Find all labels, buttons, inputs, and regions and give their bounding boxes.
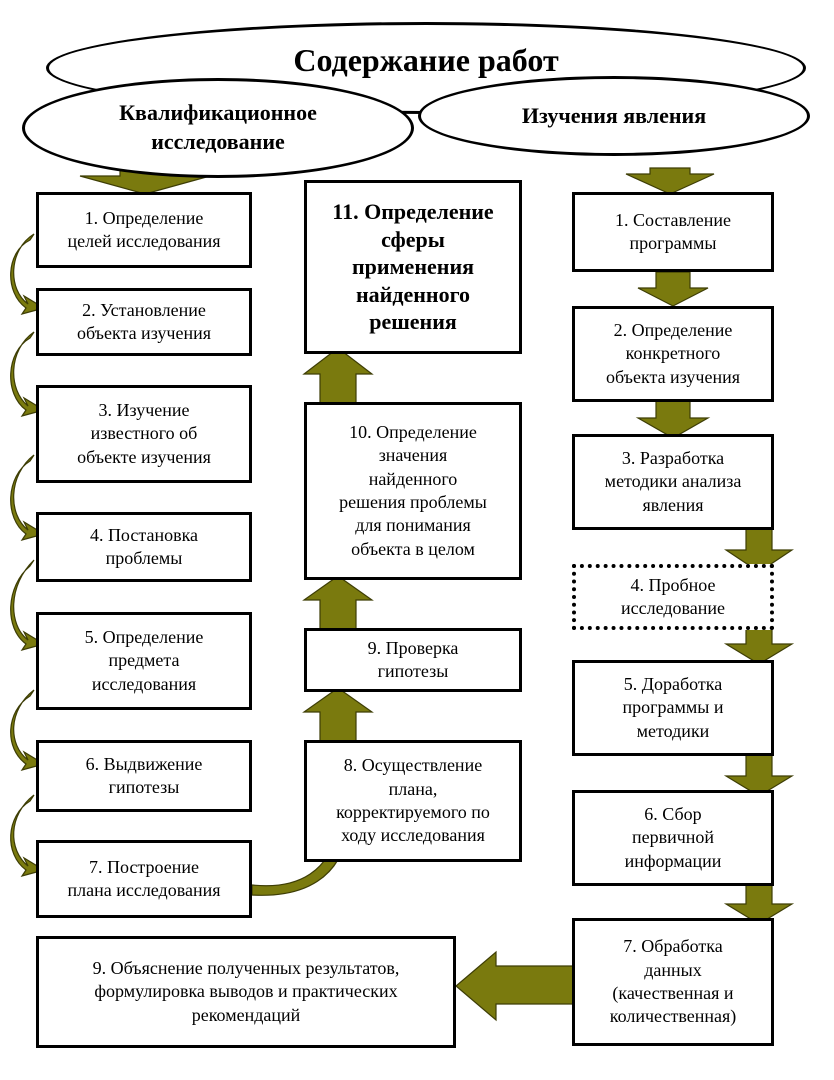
up-arrow-10-11 xyxy=(302,347,374,405)
header-right-ellipse: Изучения явления xyxy=(418,76,810,156)
curve-arrow-4-5 xyxy=(10,559,46,652)
curve-arrow-6-7 xyxy=(10,794,46,878)
right-step-3: 3. Разработка методики анализа явления xyxy=(572,434,774,530)
right-step-7: 7. Обработка данных (качественная и коли… xyxy=(572,918,774,1046)
left-step-6: 6. Выдвижение гипотезы xyxy=(36,740,252,812)
up-arrow-9-10 xyxy=(302,575,374,631)
left-step-3: 3. Изучение известного об объекте изучен… xyxy=(36,385,252,483)
header-right-label: Изучения явления xyxy=(521,103,707,128)
left-step-1: 1. Определение целей исследования xyxy=(36,192,252,268)
curve-arrow-5-6 xyxy=(10,689,46,772)
down-arrow-r3-r4 xyxy=(724,527,794,573)
up-arrow-8-9 xyxy=(302,687,374,743)
header-title: Содержание работ xyxy=(293,41,559,78)
down-arrow-r1-r2 xyxy=(637,271,709,307)
header-left-label: Квалификационное исследование xyxy=(119,100,317,154)
middle-step-11: 11. Определение сферы применения найденн… xyxy=(304,180,522,354)
left-step-4: 4. Постановка проблемы xyxy=(36,512,252,582)
header-left-ellipse: Квалификационное исследование xyxy=(22,78,414,178)
left-arrow-r7-bottom xyxy=(455,950,579,1022)
middle-step-8: 8. Осуществление плана, корректируемого … xyxy=(304,740,522,862)
down-arrow-r2-r3 xyxy=(635,397,711,439)
down-arrow-right-header xyxy=(625,167,715,195)
curve-arrow-2-3 xyxy=(10,331,46,418)
left-step-5: 5. Определение предмета исследования xyxy=(36,612,252,710)
right-step-4: 4. Пробное исследование xyxy=(572,564,774,630)
left-step-7: 7. Построение плана исследования xyxy=(36,840,252,918)
bottom-conclusions-box: 9. Объяснение полученных результатов, фо… xyxy=(36,936,456,1048)
middle-step-10: 10. Определение значения найденного реше… xyxy=(304,402,522,580)
left-step-2: 2. Установление объекта изучения xyxy=(36,288,252,356)
right-step-2: 2. Определение конкретного объекта изуче… xyxy=(572,306,774,402)
curve-arrow-3-4 xyxy=(10,454,46,542)
middle-step-9: 9. Проверка гипотезы xyxy=(304,628,522,692)
down-arrow-r6-r7 xyxy=(723,883,795,925)
right-step-5: 5. Доработка программы и методики xyxy=(572,660,774,756)
curve-arrow-1-2 xyxy=(10,233,46,316)
right-step-6: 6. Сбор первичной информации xyxy=(572,790,774,886)
down-arrow-r5-r6 xyxy=(723,753,795,797)
right-step-1: 1. Составление программы xyxy=(572,192,774,272)
